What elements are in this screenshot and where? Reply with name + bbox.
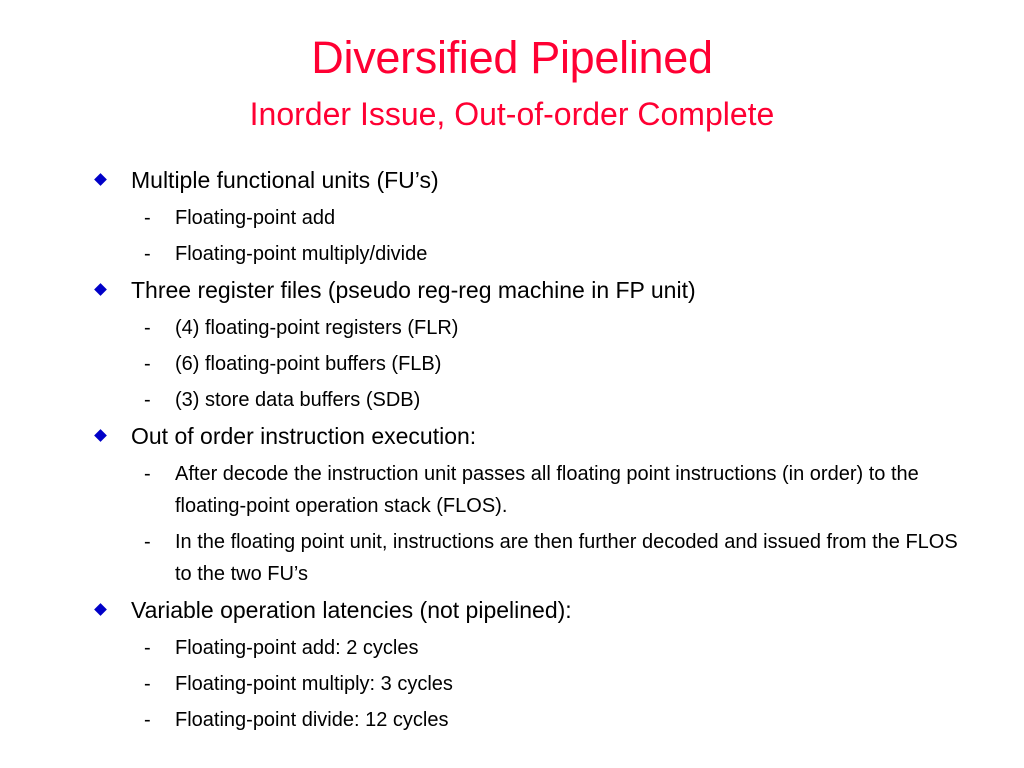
sub-text: Floating-point multiply/divide — [175, 243, 428, 265]
bullet-text: Multiple functional units (FU’s) — [131, 167, 439, 193]
diamond-bullet-icon — [94, 603, 107, 616]
dash-marker: - — [144, 709, 151, 731]
sub-text: (3) store data buffers (SDB) — [175, 389, 421, 411]
sub-text: Floating-point add — [175, 207, 336, 229]
sub-item: - (6) floating-point buffers (FLB) — [92, 348, 972, 380]
sub-item: - After decode the instruction unit passe… — [92, 458, 972, 522]
sub-text: After decode the instruction unit passes… — [175, 463, 919, 517]
bullet-item: Three register files (pseudo reg-reg mac… — [92, 272, 972, 308]
slide-title: Diversified Pipelined — [311, 32, 713, 83]
diamond-bullet-icon — [94, 283, 107, 296]
sub-list: - After decode the instruction unit passe… — [92, 458, 972, 590]
sub-list: - Floating-point add - Floating-point mult… — [92, 202, 972, 270]
sub-item: - Floating-point divide: 12 cycles — [92, 704, 972, 736]
sub-text: (4) floating-point registers (FLR) — [175, 317, 459, 339]
bullet-text: Three register files (pseudo reg-reg mac… — [131, 277, 696, 303]
bullet-list: Multiple functional units (FU’s) - Floati… — [92, 160, 972, 736]
slide-subtitle: Inorder Issue, Out-of-order Complete — [249, 96, 775, 132]
dash-marker: - — [144, 317, 151, 339]
dash-marker: - — [144, 353, 151, 375]
dash-marker: - — [144, 531, 151, 553]
sub-item: - (4) floating-point registers (FLR) — [92, 312, 972, 344]
bullet-text: Out of order instruction execution: — [131, 423, 477, 449]
bullet-item: Multiple functional units (FU’s) — [92, 162, 972, 198]
bullet-item: Variable operation latencies (not pipeli… — [92, 592, 972, 628]
diamond-bullet-icon — [94, 429, 107, 442]
sub-text: Floating-point divide: 12 cycles — [175, 709, 449, 731]
bullet-text: Variable operation latencies (not pipeli… — [131, 597, 572, 623]
dash-marker: - — [144, 673, 151, 695]
dash-marker: - — [144, 463, 151, 485]
sub-text: (6) floating-point buffers (FLB) — [175, 353, 442, 375]
sub-text: Floating-point multiply: 3 cycles — [175, 673, 453, 695]
dash-marker: - — [144, 207, 151, 229]
dash-marker: - — [144, 243, 151, 265]
sub-item: - Floating-point add: 2 cycles — [92, 632, 972, 664]
dash-marker: - — [144, 637, 151, 659]
sub-list: - (4) floating-point registers (FLR) - (6)… — [92, 312, 972, 416]
sub-item: - Floating-point multiply: 3 cycles — [92, 668, 972, 700]
dash-marker: - — [144, 389, 151, 411]
bullet-item: Out of order instruction execution: — [92, 418, 972, 454]
sub-item: - Floating-point add — [92, 202, 972, 234]
sub-item: - In the floating point unit, instruction… — [92, 526, 972, 590]
sub-list: - Floating-point add: 2 cycles - Floating-… — [92, 632, 972, 736]
sub-text: Floating-point add: 2 cycles — [175, 637, 419, 659]
sub-item: - (3) store data buffers (SDB) — [92, 384, 972, 416]
sub-item: - Floating-point multiply/divide — [92, 238, 972, 270]
sub-text: In the floating point unit, instructions… — [175, 531, 958, 585]
diamond-bullet-icon — [94, 173, 107, 186]
